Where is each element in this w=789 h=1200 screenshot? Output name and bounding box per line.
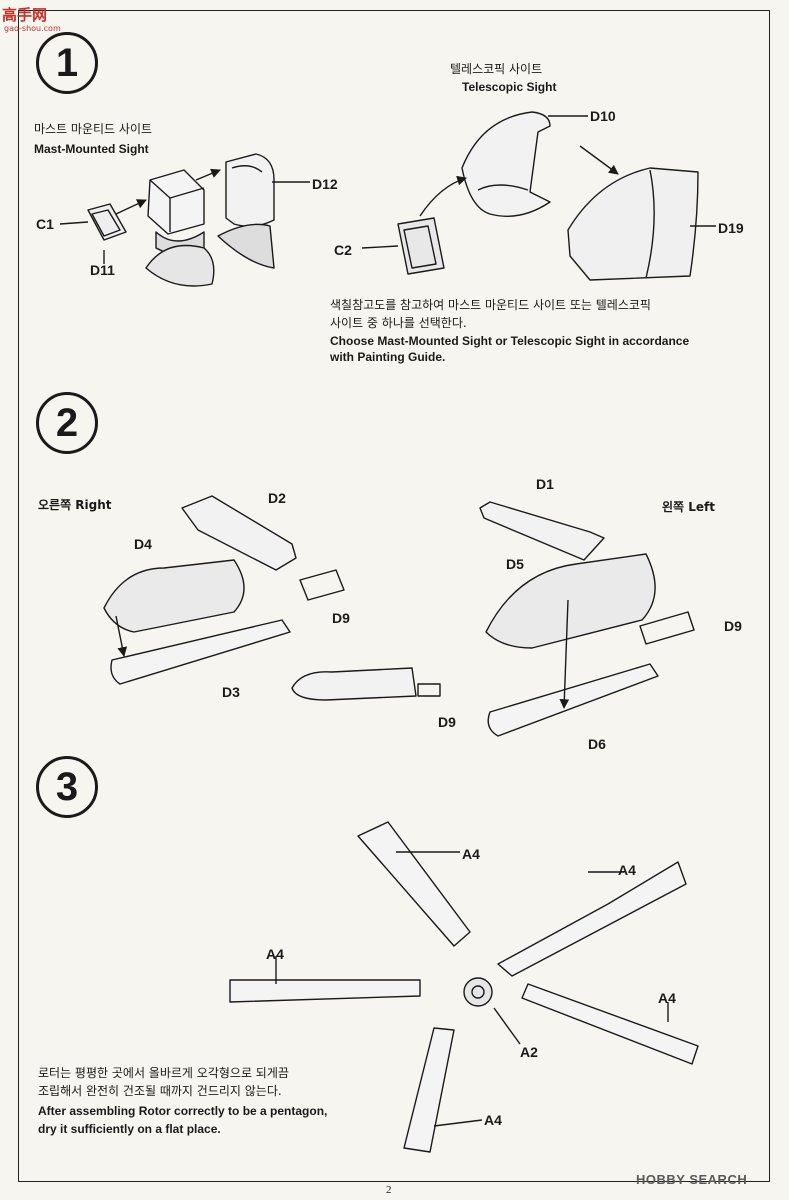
- step-3-note-en-1: After assembling Rotor correctly to be a…: [38, 1104, 328, 1118]
- step-3-note-ko-1: 로터는 평평한 곳에서 올바르게 오각형으로 되게끔: [38, 1066, 289, 1080]
- step-3-note-ko-2: 조립해서 완전히 건조될 때까지 건드리지 않는다.: [38, 1084, 282, 1098]
- part-label: D10: [590, 108, 616, 124]
- part-label: D3: [222, 684, 240, 700]
- part-label: A4: [484, 1112, 502, 1128]
- part-label: D5: [506, 556, 524, 572]
- step-1-note-ko-1: 색칠참고도를 참고하여 마스트 마운티드 사이트 또는 텔레스코픽: [330, 298, 651, 312]
- step-2-badge: 2: [36, 392, 98, 454]
- page-frame: [18, 10, 770, 1182]
- telescopic-sight-drawing: [361, 111, 716, 281]
- step-3-badge: 3: [36, 756, 98, 818]
- right-side-label: 오른쪽 Right: [38, 498, 112, 512]
- part-label: D2: [268, 490, 286, 506]
- part-label: D4: [134, 536, 152, 552]
- part-label: A4: [266, 946, 284, 962]
- part-label: D9: [438, 714, 456, 730]
- part-label: D6: [588, 736, 606, 752]
- step-1-note-en-1: Choose Mast-Mounted Sight or Telescopic …: [330, 334, 690, 348]
- hobby-search-watermark: HOBBY SEARCH: [636, 1172, 748, 1187]
- watermark-url: gao-shou.com: [4, 24, 61, 33]
- part-label: A2: [520, 1044, 538, 1060]
- mast-sight-title-en: Mast-Mounted Sight: [34, 142, 149, 156]
- part-label: C2: [334, 242, 352, 258]
- step-1-badge: 1: [36, 32, 98, 94]
- left-side-label: 왼쪽 Left: [662, 500, 716, 514]
- part-label: D1: [536, 476, 554, 492]
- step-1-note-en-2: with Painting Guide.: [330, 350, 446, 364]
- page-number: 2: [386, 1184, 392, 1196]
- part-label: D9: [332, 610, 350, 626]
- rotor-drawing: [229, 821, 699, 1153]
- mast-sight-title-ko: 마스트 마운티드 사이트: [34, 122, 153, 136]
- step-1-note-ko-2: 사이트 중 하나를 선택한다.: [330, 316, 467, 330]
- part-label: A4: [618, 862, 636, 878]
- part-label: A4: [658, 990, 676, 1006]
- telescopic-sight-title-en: Telescopic Sight: [462, 80, 557, 94]
- part-label: D11: [90, 262, 115, 278]
- right-engine-drawing: [103, 495, 441, 701]
- mast-sight-drawing: [59, 153, 310, 287]
- part-label: A4: [462, 846, 480, 862]
- watermark-logo: 高手网: [2, 6, 48, 24]
- part-label: D9: [724, 618, 742, 634]
- telescopic-sight-title-ko: 텔레스코픽 사이트: [450, 62, 543, 76]
- step-3-note-en-2: dry it sufficiently on a flat place.: [38, 1122, 221, 1136]
- part-label: D19: [718, 220, 744, 236]
- left-engine-drawing: [479, 501, 695, 737]
- part-label: C1: [36, 216, 54, 232]
- part-label: D12: [312, 176, 338, 192]
